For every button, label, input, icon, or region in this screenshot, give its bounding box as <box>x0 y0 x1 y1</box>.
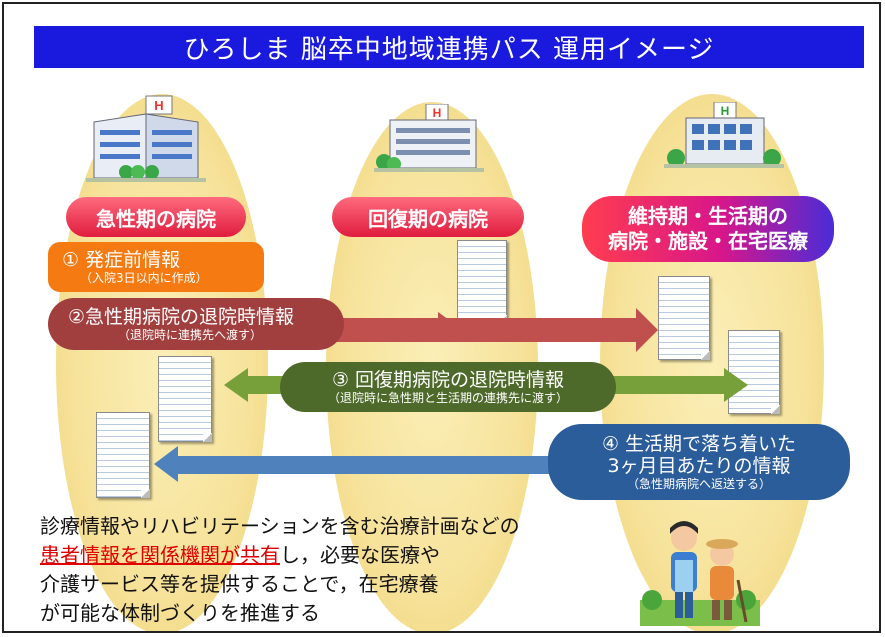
step3-note: （退院時に急性期と生活期の連携先に渡す） <box>327 390 568 405</box>
maintenance-facility-icon: H <box>664 102 784 168</box>
step4-box: ④ 生活期で落ち着いた 3ヶ月目あたりの情報 （急性期病院へ返送する） <box>548 424 850 500</box>
document-acute-2 <box>96 412 150 498</box>
step1-note: （入院3日以内に作成） <box>80 270 208 285</box>
maintenance-text-line2: 病院・施設・在宅医療 <box>608 229 808 253</box>
recovery-hospital-icon: H <box>374 104 484 172</box>
maintenance-text-line1: 維持期・生活期の <box>628 204 788 228</box>
description-line4: が可能な体制づくりを推進する <box>40 601 320 625</box>
caregiver-illustration <box>640 521 760 626</box>
description-line2-rest: し，必要な医療や <box>280 543 440 567</box>
acute-hospital-icon: H <box>86 95 206 182</box>
step2-box: ②急性期病院の退院時情報 （退院時に連携先へ渡す） <box>48 298 344 350</box>
step3-title: ③ 回復期病院の退院時情報 <box>331 368 565 391</box>
recovery-hospital-label: 回復期の病院 <box>332 197 524 237</box>
description-line3: 介護サービス等を提供することで，在宅療養 <box>40 572 439 596</box>
step1-box: ① 発症前情報 （入院3日以内に作成） <box>48 242 264 292</box>
step4-title-line1: ④ 生活期で落ち着いた <box>601 432 797 455</box>
step4-arrow-to-acute <box>154 446 564 482</box>
svg-text:H: H <box>433 106 442 120</box>
document-recovery <box>457 240 507 324</box>
acute-hospital-text: 急性期の病院 <box>96 206 216 231</box>
title-banner: ひろしま 脳卒中地域連携パス 運用イメージ <box>34 26 864 68</box>
step2-title: ②急性期病院の退院時情報 <box>68 305 295 328</box>
document-maintenance-2 <box>728 330 780 414</box>
description-highlight: 患者情報を関係機関が共有 <box>40 543 280 567</box>
svg-text:H: H <box>154 98 163 113</box>
step4-note: （急性期病院へ返送する） <box>626 476 771 491</box>
step2-arrow-to-maintenance <box>334 308 658 352</box>
description-line1: 診療情報やリハビリテーションを含む治療計画などの <box>40 514 520 538</box>
document-acute-1 <box>158 356 212 442</box>
step1-title: ① 発症前情報 <box>62 248 181 271</box>
description-line2: 患者情報を関係機関が共有し，必要な医療や <box>40 541 660 570</box>
acute-hospital-label: 急性期の病院 <box>66 197 246 237</box>
title-text: ひろしま 脳卒中地域連携パス 運用イメージ <box>183 34 715 65</box>
step3-box: ③ 回復期病院の退院時情報 （退院時に急性期と生活期の連携先に渡す） <box>280 362 616 412</box>
document-maintenance-1 <box>658 276 710 360</box>
step2-note: （退院時に連携先へ渡す） <box>118 327 263 342</box>
description-text: 診療情報やリハビリテーションを含む治療計画などの 患者情報を関係機関が共有し，必… <box>40 512 660 628</box>
svg-text:H: H <box>721 104 730 118</box>
maintenance-label: 維持期・生活期の 病院・施設・在宅医療 <box>582 196 834 262</box>
step4-title-line2: 3ヶ月目あたりの情報 <box>607 454 791 477</box>
recovery-hospital-text: 回復期の病院 <box>368 206 488 231</box>
